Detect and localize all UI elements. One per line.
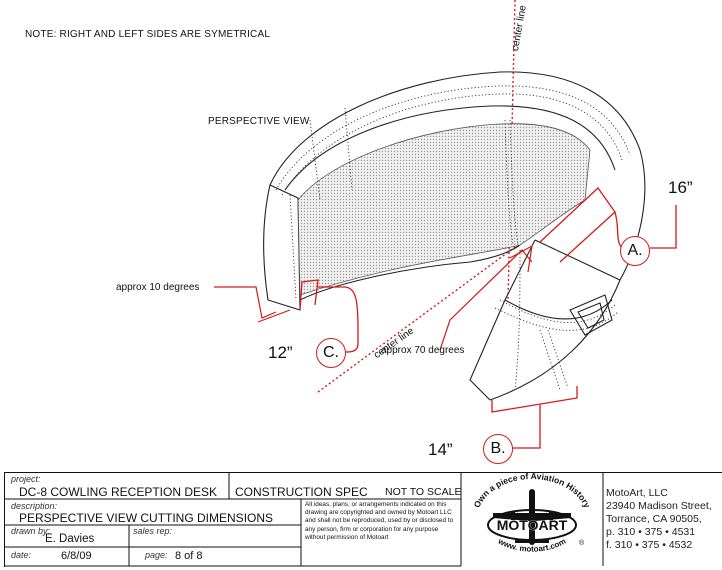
dimension-b-bracket [491,386,578,449]
angle-70-leader [439,244,533,351]
page-value: 8 of 8 [175,550,203,562]
dimension-a-value: 16” [668,178,693,197]
dimension-b-marker: B. [483,434,513,464]
motoart-logo: Own a piece of Aviation History MOTOART … [463,471,601,565]
company-city: Torrance, CA 90505, [606,513,702,525]
copyright-notice: All ideas, plans, or arrangements indica… [305,501,454,541]
approx-10-degrees-label: approx 10 degrees [116,282,200,293]
company-phone: p. 310 • 375 • 4531 [606,526,696,538]
logo-graphic: Own a piece of Aviation History MOTOART … [472,471,593,554]
project-label: project: [11,474,41,484]
logo-wordmark: MOTOART [497,517,568,533]
scale-value: NOT TO SCALE [385,486,462,498]
drawn-by-value: E. Davies [45,533,95,545]
center-line-diagonal [317,235,531,393]
date-label: date: [11,550,32,560]
cowling-shell [263,71,646,401]
company-fax: f. 310 • 375 • 4532 [606,539,693,551]
dimension-c-bracket [299,279,359,353]
mesh-interior [297,123,591,296]
dimension-c-marker: C. [316,338,346,368]
dimension-b-value: 14” [428,440,453,459]
dimension-a-letter: A. [627,242,643,259]
airplane-icon [493,489,571,545]
stitching [275,85,631,391]
symmetry-note: NOTE: RIGHT AND LEFT SIDES ARE SYMETRICA… [25,29,271,40]
perspective-drawing [214,0,677,449]
description-value: PERSPECTIVE VIEW CUTTING DIMENSIONS [19,511,274,525]
date-value: 6/8/09 [61,550,92,562]
company-name: MotoArt, LLC [606,487,668,499]
title-block: project: DC-8 COWLING RECEPTION DESK CON… [4,471,722,567]
sales-rep-label: sales rep: [133,526,173,536]
dimension-b-letter: B. [490,440,506,457]
company-street: 23940 Madison Street, [606,500,712,512]
dimension-a-marker: A. [620,236,650,266]
company-contact: MotoArt, LLC 23940 Madison Street, Torra… [606,487,712,552]
approx-70-degrees-label: approx 70 degrees [381,345,465,356]
view-title: PERSPECTIVE VIEW [208,116,310,127]
description-label: description: [11,501,58,511]
title-block-grid [5,473,604,567]
drawn-by-label: drawn by: [11,526,51,536]
dimension-c-letter: C. [323,344,339,361]
project-value: DC-8 COWLING RECEPTION DESK [19,485,218,499]
page-label: page: [145,550,168,560]
dimension-c-value: 12” [268,343,293,362]
spec-value: CONSTRUCTION SPEC [235,485,368,499]
angle-10-leader [214,286,291,323]
registered-mark: ® [579,539,585,547]
